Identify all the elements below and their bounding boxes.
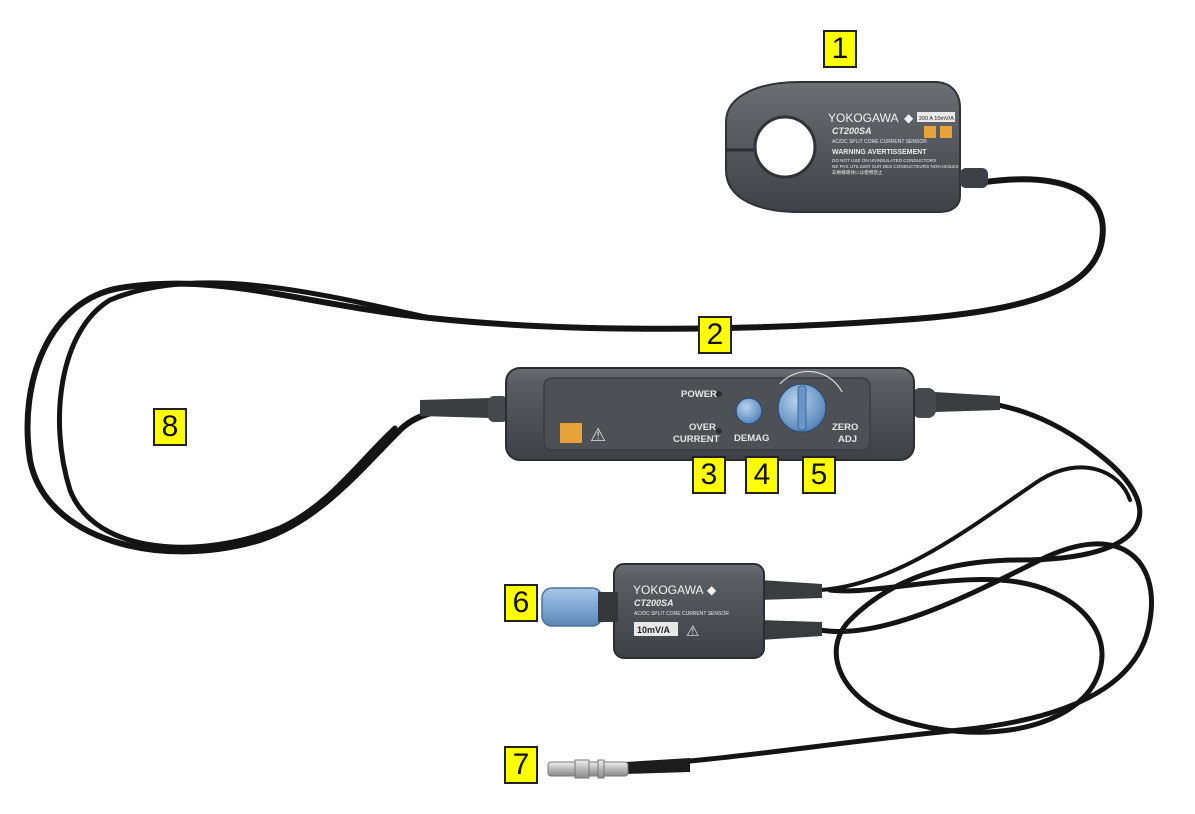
- power-led: [716, 391, 722, 397]
- demag-button[interactable]: [735, 397, 763, 425]
- hazard-label-icon: [560, 423, 582, 443]
- callout-4: 4: [745, 456, 779, 494]
- head-cable: [24, 176, 1106, 555]
- head-cable-loop-inner: [56, 280, 433, 550]
- diamond-icon: ◆: [904, 111, 914, 125]
- output-cable-2: [622, 541, 1154, 770]
- sensor-aperture: [753, 115, 817, 179]
- callout-8: 8: [153, 408, 187, 446]
- overcurrent-led: [716, 428, 722, 434]
- overcurrent-label-1: OVER: [689, 422, 716, 433]
- callout-2: 2: [698, 316, 732, 354]
- overcurrent-label-2: CURRENT: [673, 434, 720, 445]
- output-plug: [547, 758, 690, 779]
- sensor-type: AC/DC SPLIT CORE CURRENT SENSOR: [832, 139, 927, 145]
- zero-adj-scale: [779, 370, 843, 393]
- demag-label: DEMAG: [734, 433, 769, 444]
- power-label: POWER: [681, 389, 717, 400]
- callout-6: 6: [504, 584, 538, 622]
- blue-bnc-connector: [541, 587, 603, 627]
- sensor-warning-3: 非絶縁導体には使用禁止: [832, 169, 883, 176]
- cables: [24, 176, 1154, 770]
- callout-5: 5: [802, 456, 836, 494]
- sensor-brand: YOKOGAWA: [828, 111, 898, 125]
- sensor-warning-title: WARNING AVERTISSEMENT: [832, 149, 927, 156]
- connector-type: AC/DC SPLIT CORE CURRENT SENSOR: [634, 611, 729, 617]
- hazard-icon: [924, 126, 936, 138]
- warning-triangle-icon: ⚠: [590, 425, 606, 446]
- sensor-rating: 200 A 10mV/A: [919, 116, 954, 122]
- diamond-icon-2: ◆: [707, 583, 717, 597]
- rating-label-bg: [917, 112, 955, 122]
- zero-adj-label-1: ZERO: [832, 422, 858, 433]
- hazard-icon-2: [940, 126, 952, 138]
- control-box: ⚠ POWER OVER CURRENT DEMAG ZERO ADJ: [420, 367, 1000, 461]
- scale-label-bg: [634, 622, 678, 636]
- output-cable: [827, 397, 1143, 735]
- sensor-warning-2: NE PAS UTILISER SUR DES CONDUCTEURS NON …: [832, 164, 959, 169]
- connector-model: CT200SA: [634, 598, 674, 608]
- sensor-warning-1: DO NOT USE ON UNINSULATED CONDUCTORS: [832, 158, 936, 163]
- sensor-head: YOKOGAWA ◆ CT200SA AC/DC SPLIT CORE CURR…: [725, 81, 988, 213]
- sensor-model: CT200SA: [832, 126, 872, 136]
- callout-7: 7: [504, 746, 538, 784]
- scale-label: 10mV/A: [637, 625, 671, 635]
- zero-adj-label-2: ADJ: [838, 434, 857, 445]
- connector-warning-icon: ⚠: [686, 622, 699, 640]
- connector-box: YOKOGAWA ◆ CT200SA AC/DC SPLIT CORE CURR…: [541, 563, 822, 659]
- callout-3: 3: [692, 456, 726, 494]
- output-cable-3: [818, 465, 1132, 592]
- connector-brand: YOKOGAWA: [633, 583, 703, 597]
- callout-1: 1: [823, 30, 857, 68]
